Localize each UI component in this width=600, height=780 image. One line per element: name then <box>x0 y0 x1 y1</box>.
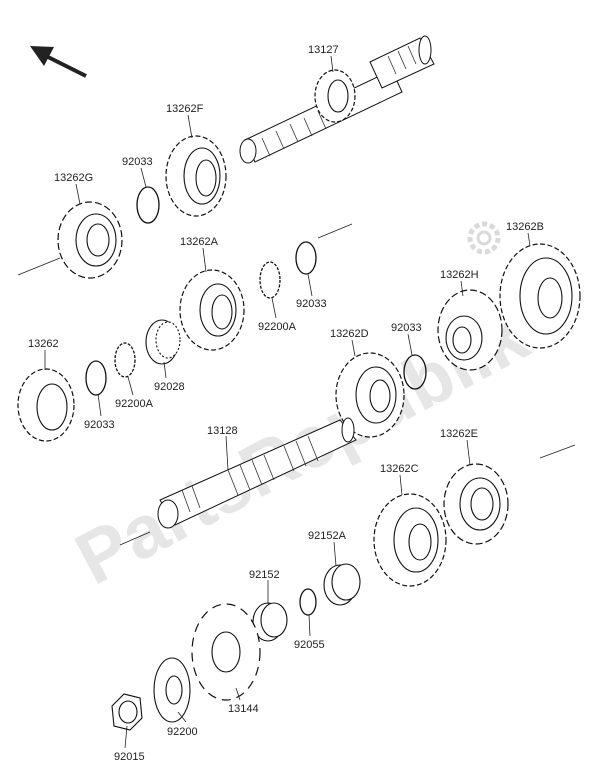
washer-92200A-a[interactable] <box>259 261 281 299</box>
bearing-92028[interactable] <box>145 319 181 365</box>
label-13262E[interactable]: 13262E <box>440 428 478 440</box>
label-92200A-a[interactable]: 92200A <box>258 321 297 333</box>
gear-13262H[interactable] <box>437 289 503 371</box>
watermark-gear-icon <box>467 221 501 255</box>
label-92033-d[interactable]: 92033 <box>391 322 422 334</box>
label-13262C[interactable]: 13262C <box>380 463 419 475</box>
label-92152A[interactable]: 92152A <box>308 530 347 542</box>
gear-13262E[interactable] <box>443 463 509 545</box>
label-92200[interactable]: 92200 <box>167 726 198 738</box>
label-13262F[interactable]: 13262F <box>166 103 204 115</box>
nut-92015[interactable] <box>111 693 143 731</box>
oring-92055[interactable] <box>299 588 317 616</box>
label-92033-b[interactable]: 92033 <box>296 298 327 310</box>
label-92033-a[interactable]: 92033 <box>122 156 153 168</box>
label-92028[interactable]: 92028 <box>154 381 185 393</box>
gear-13262B[interactable] <box>499 243 581 349</box>
label-13262G[interactable]: 13262G <box>54 172 93 184</box>
bushing-92152A[interactable] <box>323 563 361 606</box>
output-shaft-13127[interactable] <box>17 35 435 276</box>
gear-13262A[interactable] <box>179 269 245 351</box>
label-13262H[interactable]: 13262H <box>440 269 479 281</box>
circlip-92033-b[interactable] <box>295 241 317 275</box>
label-92152[interactable]: 92152 <box>249 569 280 581</box>
label-13128[interactable]: 13128 <box>207 425 238 437</box>
gear-13262D[interactable] <box>335 352 405 438</box>
gear-13262[interactable] <box>17 368 75 442</box>
label-92033-c[interactable]: 92033 <box>84 419 115 431</box>
label-13262B[interactable]: 13262B <box>506 221 544 233</box>
gear-13262G[interactable] <box>57 201 123 279</box>
gear-13262C[interactable] <box>373 493 447 587</box>
gear-13262F[interactable] <box>165 135 227 217</box>
label-92200A-b[interactable]: 92200A <box>115 398 154 410</box>
leader-lines <box>44 55 531 749</box>
circlip-92033-d[interactable] <box>403 354 427 390</box>
label-92055[interactable]: 92055 <box>294 639 325 651</box>
washer-92200[interactable] <box>153 657 191 723</box>
front-arrow-icon <box>30 46 87 78</box>
label-13262A[interactable]: 13262A <box>180 236 219 248</box>
label-13262D[interactable]: 13262D <box>330 328 369 340</box>
circlip-92033-a[interactable] <box>136 186 160 224</box>
circlip-92033-c[interactable] <box>85 360 107 396</box>
washer-92200A-b[interactable] <box>114 342 136 378</box>
label-13127[interactable]: 13127 <box>308 44 339 56</box>
sprocket-13144[interactable] <box>191 603 261 701</box>
part-labels: 13127 13262F 92033 13262G 13262B 13262A … <box>28 44 544 763</box>
input-shaft-13128[interactable] <box>119 417 576 546</box>
label-13262[interactable]: 13262 <box>28 338 59 350</box>
label-92015[interactable]: 92015 <box>114 751 145 763</box>
label-13144[interactable]: 13144 <box>228 703 259 715</box>
